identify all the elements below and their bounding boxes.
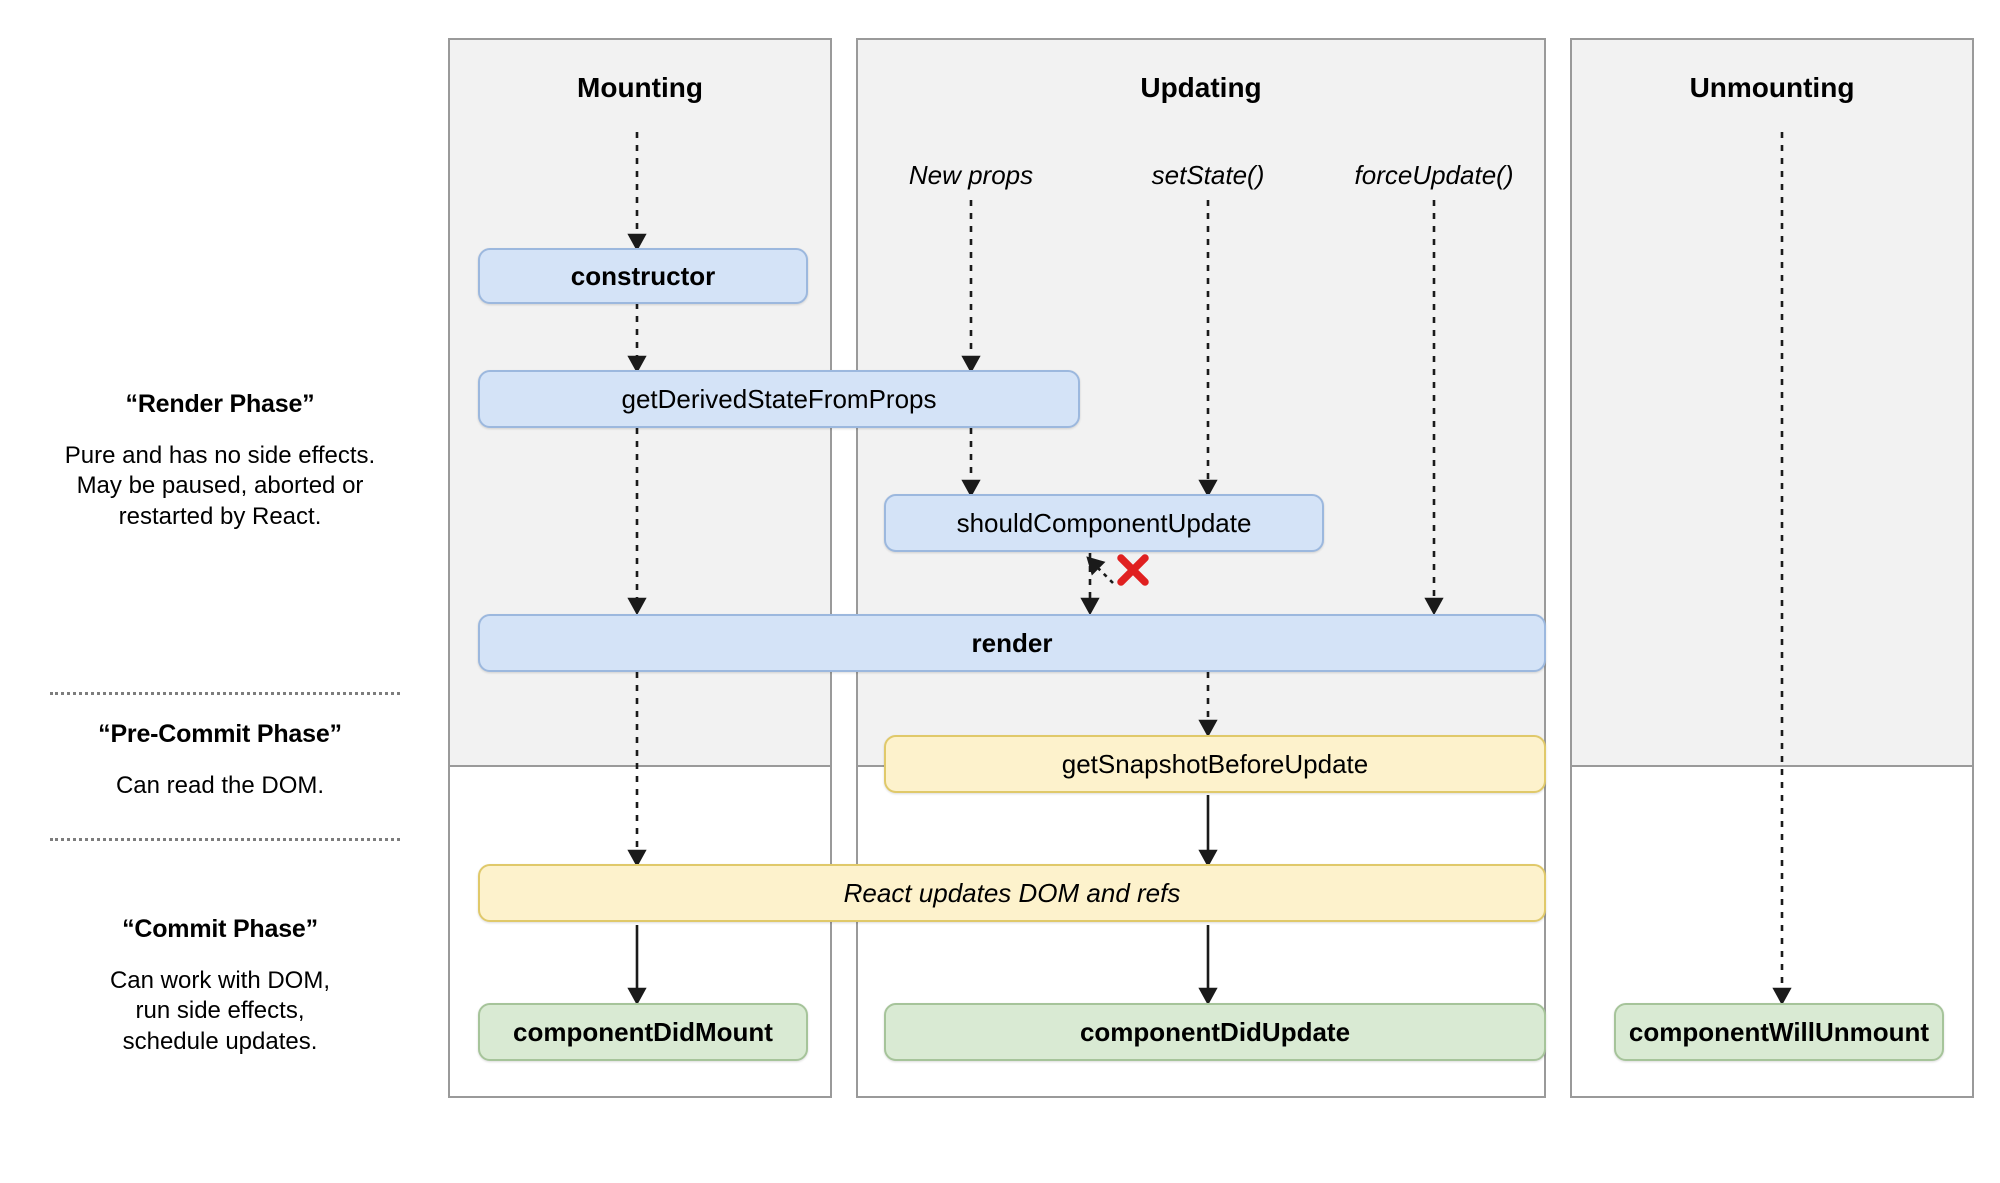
phase-divider-bottom bbox=[50, 838, 400, 841]
lifecycle-box-component-will-unmount[interactable]: componentWillUnmount bbox=[1614, 1003, 1944, 1061]
panel-updating: Updating bbox=[856, 38, 1546, 1098]
phase-desc-commit: Can work with DOM, run side effects, sch… bbox=[109, 966, 331, 1056]
lifecycle-box-get-snapshot-before-update[interactable]: getSnapshotBeforeUpdate bbox=[884, 735, 1546, 793]
phase-desc-render: Pure and has no side effects. May be pau… bbox=[64, 441, 376, 531]
column-title-mounting: Mounting bbox=[577, 72, 703, 103]
phase-legend-pre-commit: “Pre-Commit Phase” Can read the DOM. bbox=[20, 720, 420, 801]
lifecycle-box-component-did-update[interactable]: componentDidUpdate bbox=[884, 1003, 1546, 1061]
column-title-updating: Updating bbox=[1140, 72, 1262, 103]
mounting-phase-divider bbox=[450, 765, 830, 767]
trigger-force-update: forceUpdate() bbox=[1354, 160, 1514, 190]
trigger-new-props: New props bbox=[908, 160, 1034, 190]
lifecycle-box-get-derived-state-from-props[interactable]: getDerivedStateFromProps bbox=[478, 370, 1080, 428]
phase-divider-top bbox=[50, 692, 400, 695]
panel-mounting: Mounting bbox=[448, 38, 832, 1098]
phase-desc-pre-commit: Can read the DOM. bbox=[115, 771, 325, 799]
phase-legend-render: “Render Phase” Pure and has no side effe… bbox=[20, 390, 420, 533]
unmounting-phase-divider bbox=[1572, 765, 1972, 767]
phase-title-render: “Render Phase” bbox=[125, 390, 315, 418]
lifecycle-box-render[interactable]: render bbox=[478, 614, 1546, 672]
lifecycle-box-constructor[interactable]: constructor bbox=[478, 248, 808, 304]
phase-legend-commit: “Commit Phase” Can work with DOM, run si… bbox=[20, 915, 420, 1058]
phase-title-commit: “Commit Phase” bbox=[122, 915, 318, 943]
phase-title-pre-commit: “Pre-Commit Phase” bbox=[98, 720, 342, 748]
lifecycle-box-component-did-mount[interactable]: componentDidMount bbox=[478, 1003, 808, 1061]
column-title-unmounting: Unmounting bbox=[1689, 72, 1855, 103]
panel-unmounting: Unmounting bbox=[1570, 38, 1974, 1098]
lifecycle-box-react-updates-dom[interactable]: React updates DOM and refs bbox=[478, 864, 1546, 922]
trigger-set-state: setState() bbox=[1151, 160, 1265, 190]
lifecycle-box-should-component-update[interactable]: shouldComponentUpdate bbox=[884, 494, 1324, 552]
